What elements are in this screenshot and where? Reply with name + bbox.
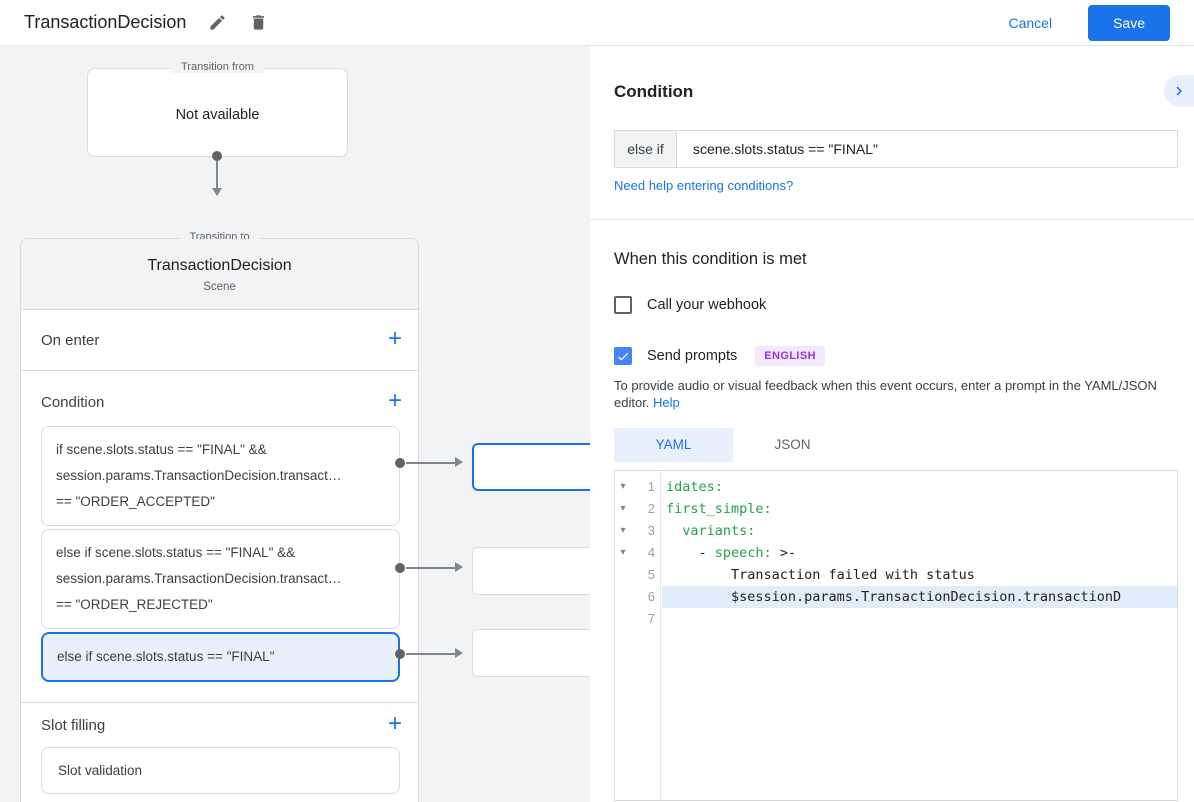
save-button[interactable]: Save	[1088, 4, 1170, 41]
webhook-label: Call your webhook	[647, 297, 767, 313]
add-slot-button[interactable]: +	[387, 710, 402, 737]
connector-dot	[395, 458, 405, 468]
condition-card[interactable]: else if scene.slots.status == "FINAL"	[41, 632, 400, 682]
line-number: 7	[647, 611, 655, 626]
fold-arrow-icon[interactable]: ▾	[620, 525, 626, 536]
flow-arrowhead-right-icon	[455, 562, 463, 572]
section-divider	[21, 702, 418, 703]
checkmark-icon	[617, 352, 629, 361]
condition-card[interactable]: else if scene.slots.status == "FINAL" &&…	[41, 529, 400, 629]
destination-scene-box[interactable]	[472, 547, 590, 595]
flow-canvas: Transition from Not available Transition…	[0, 46, 590, 802]
connector-dot	[212, 151, 222, 161]
prompt-description: To provide audio or visual feedback when…	[614, 377, 1170, 411]
cancel-button[interactable]: Cancel	[1008, 14, 1053, 31]
code-line[interactable]: - speech: >-	[666, 545, 797, 561]
panel-divider	[590, 219, 1194, 220]
send-prompts-label: Send prompts	[647, 348, 738, 364]
webhook-checkbox[interactable]	[614, 296, 632, 314]
delete-scene-button[interactable]	[249, 13, 268, 32]
webhook-row: Call your webhook	[614, 296, 766, 314]
fold-arrow-icon[interactable]: ▾	[620, 547, 626, 558]
on-enter-label: On enter	[41, 332, 100, 349]
code-line[interactable]: idates:	[666, 479, 723, 495]
panel-title: Condition	[614, 82, 694, 101]
editor-code[interactable]: idates: first_simple: variants: - speech:…	[662, 471, 1177, 800]
code-line[interactable]: variants:	[682, 523, 756, 539]
line-number: 4	[647, 545, 655, 560]
fold-arrow-icon	[615, 586, 631, 608]
transition-from-box: Transition from Not available	[87, 61, 348, 157]
flow-arrowhead-right-icon	[455, 457, 463, 467]
send-prompts-checkbox[interactable]	[614, 347, 632, 365]
fold-arrow-icon[interactable]: ▾	[620, 481, 626, 492]
prompt-description-text: To provide audio or visual feedback when…	[614, 378, 1157, 410]
connector-dot	[395, 649, 405, 659]
yaml-code-editor[interactable]: ▾ 1 ▾ 2 ▾ 3 ▾ 4 5 6 7 idates: first_simple: variant…	[614, 470, 1178, 801]
code-line[interactable]	[662, 608, 1177, 630]
collapse-panel-button[interactable]	[1164, 75, 1194, 107]
condition-prefix: else if	[615, 131, 677, 167]
scene-title: TransactionDecision	[147, 257, 292, 274]
condition-value-input[interactable]	[677, 131, 1177, 167]
fold-arrow-icon	[615, 564, 631, 586]
flow-arrow-line	[406, 462, 456, 464]
add-on-enter-button[interactable]: +	[387, 325, 402, 352]
code-line[interactable]: Transaction failed with status	[666, 567, 975, 583]
flow-arrow-line	[406, 567, 456, 569]
tab-yaml[interactable]: YAML	[614, 428, 733, 462]
condition-card[interactable]: if scene.slots.status == "FINAL" &&sessi…	[41, 426, 400, 526]
transition-from-value: Not available	[175, 107, 260, 123]
editor-tabs: YAML JSON	[614, 428, 852, 462]
slot-card[interactable]: Slot validation	[41, 747, 400, 794]
send-prompts-row: Send prompts ENGLISH	[614, 346, 825, 366]
line-number: 1	[647, 479, 655, 494]
pencil-icon	[210, 15, 226, 30]
destination-scene-box[interactable]	[472, 629, 590, 677]
transition-from-legend: Transition from	[171, 61, 264, 73]
page-title: TransactionDecision	[24, 12, 187, 32]
fold-arrow-icon[interactable]: ▾	[620, 503, 626, 514]
add-condition-button[interactable]: +	[387, 387, 402, 414]
help-link[interactable]: Help	[653, 395, 680, 410]
when-met-title: When this condition is met	[614, 250, 807, 268]
flow-arrow-line	[216, 161, 218, 189]
line-number: 5	[647, 567, 655, 582]
line-number: 6	[647, 589, 655, 604]
slot-filling-label: Slot filling	[41, 717, 106, 734]
chevron-right-icon	[1176, 86, 1182, 96]
condition-detail-panel: Condition else if Need help entering con…	[590, 46, 1194, 802]
flow-arrow-line	[406, 653, 456, 655]
scene-subtitle: Scene	[203, 281, 236, 293]
on-enter-row: On enter +	[21, 310, 418, 371]
line-number: 2	[647, 501, 655, 516]
trash-icon	[253, 15, 265, 30]
tab-json[interactable]: JSON	[774, 437, 811, 452]
connector-dot	[395, 563, 405, 573]
code-line[interactable]: $session.params.TransactionDecision.tran…	[662, 586, 1177, 608]
flow-arrowhead-right-icon	[455, 648, 463, 658]
condition-expression-row: else if	[614, 130, 1178, 168]
destination-scene-box[interactable]	[472, 443, 590, 491]
language-badge: ENGLISH	[755, 346, 825, 366]
line-number: 3	[647, 523, 655, 538]
fold-arrow-icon	[615, 608, 631, 630]
code-line[interactable]: first_simple:	[666, 501, 772, 517]
flow-arrowhead-down-icon	[212, 188, 222, 196]
edit-title-button[interactable]	[208, 13, 227, 32]
editor-gutter: ▾ 1 ▾ 2 ▾ 3 ▾ 4 5 6 7	[615, 471, 661, 800]
top-bar: TransactionDecision Cancel Save	[0, 0, 1194, 46]
scene-card-header[interactable]: TransactionDecision Scene	[21, 239, 418, 310]
condition-help-link[interactable]: Need help entering conditions?	[614, 178, 794, 193]
transition-to-box: Transition to TransactionDecision Scene …	[20, 231, 419, 802]
condition-section-label: Condition	[41, 394, 105, 411]
